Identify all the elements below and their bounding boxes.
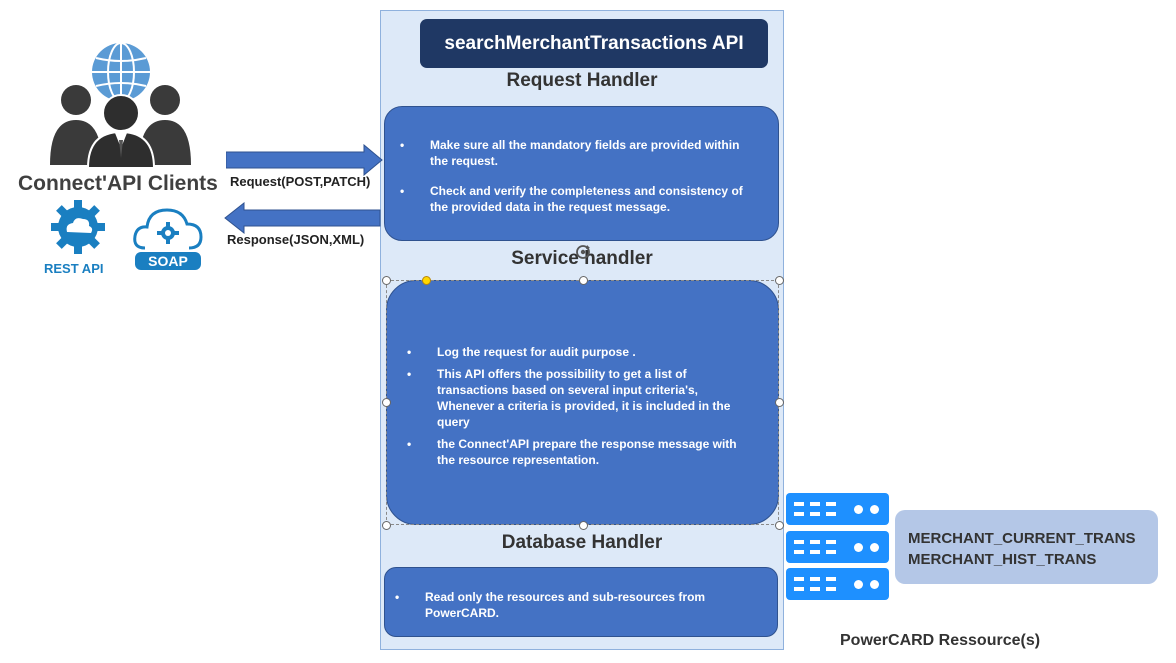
rest-api-label: REST API [44,261,104,276]
request-handler-bullet: Make sure all the mandatory fields are p… [400,137,748,169]
response-label: Response(JSON,XML) [227,232,365,247]
selection-handle[interactable] [579,521,588,530]
service-handler-bullet: This API offers the possibility to get a… [407,366,754,430]
clients-title: Connect'API Clients [18,172,218,195]
database-handler-bullet: Read only the resources and sub-resource… [395,589,757,621]
request-handler-box: Make sure all the mandatory fields are p… [384,106,779,241]
resources-box: MERCHANT_CURRENT_TRANS MERCHANT_HIST_TRA… [895,510,1158,584]
selection-handle[interactable] [382,398,391,407]
request-label: Request(POST,PATCH) [230,174,371,189]
request-handler-bullet: Check and verify the completeness and co… [400,183,748,215]
database-handler-title: Database Handler [501,532,663,553]
soap-cloud-icon [133,208,203,270]
selection-border [386,280,779,525]
rotate-handle-icon [576,245,590,259]
resource-table-name: MERCHANT_CURRENT_TRANS [908,530,1136,547]
resource-table-name: MERCHANT_HIST_TRANS [908,551,1097,568]
request-arrow [226,144,383,176]
request-handler-title: Request Handler [506,70,658,91]
service-handler-bullet: Log the request for audit purpose . [407,344,754,360]
service-handler-bullet: the Connect'API prepare the response mes… [407,436,754,468]
selection-handle[interactable] [775,276,784,285]
rest-api-gear-icon [51,200,105,254]
selection-handle[interactable] [382,276,391,285]
selection-handle[interactable] [775,398,784,407]
users-globe-icon [50,42,191,169]
adjust-handle[interactable] [422,276,431,285]
api-title: searchMerchantTransactions API [420,19,768,68]
resources-caption: PowerCARD Ressource(s) [840,632,1041,649]
selection-handle[interactable] [775,521,784,530]
soap-label: SOAP [148,253,188,269]
response-arrow [224,202,381,234]
selection-handle[interactable] [382,521,391,530]
database-handler-box: Read only the resources and sub-resource… [384,567,778,637]
selection-handle[interactable] [579,276,588,285]
database-server-icon [786,493,889,601]
